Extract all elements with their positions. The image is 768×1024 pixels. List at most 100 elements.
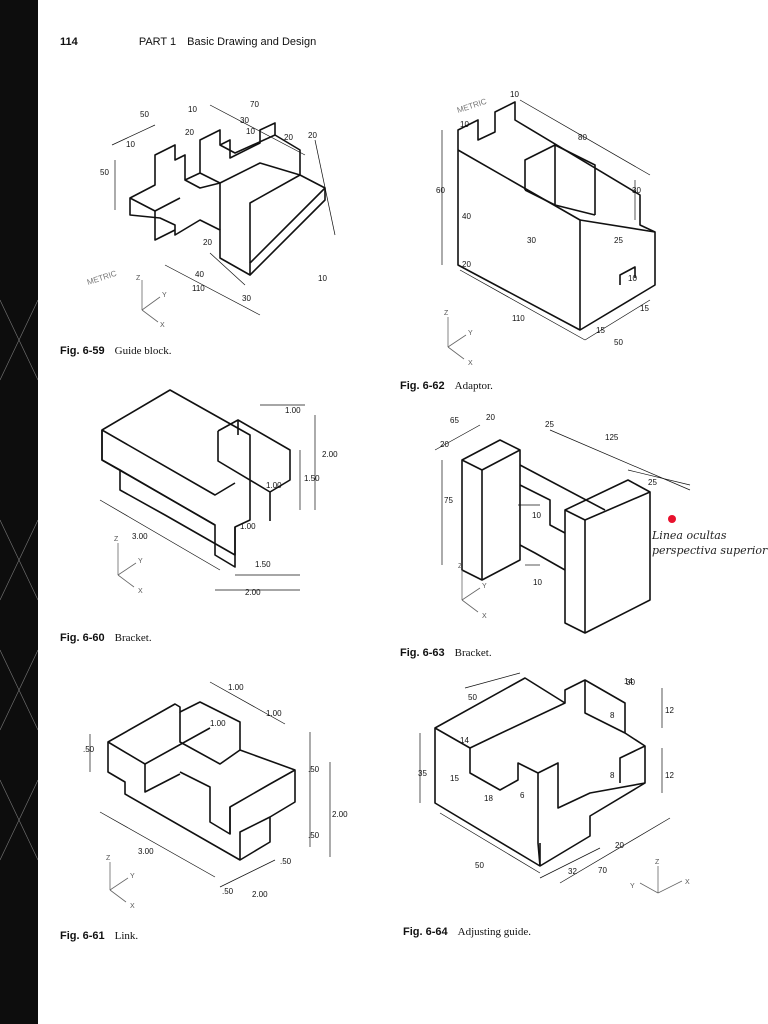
dim-label: 20 — [615, 841, 624, 850]
dim-label: 20 — [462, 260, 471, 269]
dim-label: 50 — [468, 693, 477, 702]
dim-label: 10 — [532, 511, 541, 520]
dim-label: 30 — [242, 294, 251, 303]
figure-number: Fig. 6-64 — [403, 926, 448, 938]
dim-label: 1.00 — [228, 683, 244, 692]
dim-label: 6 — [520, 791, 525, 800]
axis-x-label: X — [130, 903, 135, 910]
dim-label: 1.50 — [304, 474, 320, 483]
dim-label: 50 — [100, 168, 109, 177]
figure-number: Fig. 6-62 — [400, 380, 445, 392]
dim-label: 30 — [240, 116, 249, 125]
figure-title: Link. — [114, 930, 139, 942]
dim-label: 25 — [614, 236, 623, 245]
dim-label: .50 — [308, 765, 320, 774]
dim-label: 1.00 — [266, 709, 282, 718]
dim-label: 35 — [418, 769, 427, 778]
dim-label: 12 — [665, 771, 674, 780]
axis-y-label: Y — [162, 292, 167, 299]
dim-label: .50 — [308, 831, 320, 840]
dim-label: 12 — [665, 706, 674, 715]
dim-label: 20 — [203, 238, 212, 247]
figure-link: 1.00 1.00 1.00 .50 .50 2.00 .50 .50 3.00… — [60, 672, 360, 922]
dim-label: 20 — [185, 128, 194, 137]
dim-label: 15 — [640, 304, 649, 313]
dim-label: 1.00 — [266, 481, 282, 490]
dim-label: 20 — [308, 131, 317, 140]
caption-fig-6-61: Fig. 6-61 Link. — [60, 930, 138, 942]
dim-label: 125 — [605, 433, 619, 442]
axis-z-label: Z — [458, 563, 463, 570]
dim-label: 2.00 — [245, 588, 261, 597]
dim-label: 1.00 — [285, 406, 301, 415]
dim-label: 10 — [246, 127, 255, 136]
adjusting-guide-drawing: 14 30 50 8 12 14 35 15 18 6 8 12 20 50 3… — [418, 672, 690, 894]
axis-z-label: Z — [114, 536, 119, 543]
axis-z-label: Z — [136, 275, 141, 282]
dim-label: 14 — [460, 736, 469, 745]
dim-label: 20 — [486, 413, 495, 422]
dim-label: 25 — [648, 478, 657, 487]
dim-label: 3.00 — [132, 532, 148, 541]
axis-x-label: X — [468, 360, 473, 367]
figure-title: Bracket. — [114, 632, 152, 644]
dim-label: 60 — [436, 186, 445, 195]
dim-label: 10 — [460, 120, 469, 129]
dim-label: 10 — [318, 274, 327, 283]
dim-label: 15 — [596, 326, 605, 335]
figure-number: Fig. 6-63 — [400, 647, 445, 659]
annotation-line-1: Linea ocultas — [652, 529, 727, 542]
metric-stamp: METRIC — [456, 97, 488, 115]
dim-label: 50 — [140, 110, 149, 119]
bracket-drawing: 1.00 2.00 1.50 1.00 1.00 3.00 1.50 2.00 … — [99, 389, 338, 597]
annotation-line-2: perspectiva superior — [652, 544, 768, 557]
figure-adaptor: 10 10 80 30 60 40 30 25 20 10 110 15 15 … — [400, 85, 700, 370]
dim-label: 110 — [512, 314, 525, 323]
dim-label: 15 — [450, 774, 459, 783]
dim-label: 10 — [126, 140, 135, 149]
dim-label: 50 — [475, 861, 484, 870]
dim-label: 70 — [598, 866, 607, 875]
figure-title: Guide block. — [114, 345, 172, 357]
dim-label: 70 — [250, 100, 259, 109]
dim-label: 20 — [440, 440, 449, 449]
metric-stamp: METRIC — [86, 269, 118, 287]
dim-label: 110 — [192, 284, 205, 293]
axis-x-label: X — [482, 613, 487, 620]
part-title: Basic Drawing and Design — [187, 36, 317, 48]
part-label: PART 1 — [138, 36, 177, 48]
dim-label: 75 — [444, 496, 453, 505]
dim-label: 40 — [462, 212, 471, 221]
dim-label: 30 — [527, 236, 536, 245]
axis-z-label: Z — [444, 310, 449, 317]
dim-label: 8 — [610, 771, 615, 780]
axis-y-label: Y — [482, 583, 487, 590]
dim-label: 65 — [450, 416, 459, 425]
axis-x-label: X — [160, 322, 165, 329]
dim-label: 1.50 — [255, 560, 271, 569]
dim-label: 1.00 — [240, 522, 256, 531]
figure-guide-block: 50 10 70 30 10 20 20 20 10 50 20 40 110 … — [60, 85, 360, 340]
dim-label: .50 — [83, 745, 95, 754]
adaptor-drawing: 10 10 80 30 60 40 30 25 20 10 110 15 15 … — [436, 90, 656, 367]
bracket-2-drawing: 65 20 25 20 125 25 75 10 10 Z Y X — [434, 413, 691, 634]
dim-label: .50 — [222, 887, 234, 896]
red-marker-dot — [668, 515, 676, 523]
dim-label: 32 — [568, 867, 577, 876]
figure-number: Fig. 6-61 — [60, 930, 105, 942]
dim-label: 1.00 — [210, 719, 226, 728]
dim-label: 80 — [578, 133, 587, 142]
dim-label: 10 — [510, 90, 519, 99]
axis-z-label: Z — [106, 855, 111, 862]
dim-label: 10 — [533, 578, 542, 587]
dim-label: 2.00 — [322, 450, 338, 459]
page-header: 114 PART 1 Basic Drawing and Design — [60, 36, 316, 48]
axis-z-label: Z — [655, 859, 660, 866]
dim-label: 3.00 — [138, 847, 154, 856]
figure-number: Fig. 6-59 — [60, 345, 105, 357]
dim-label: 30 — [632, 186, 641, 195]
